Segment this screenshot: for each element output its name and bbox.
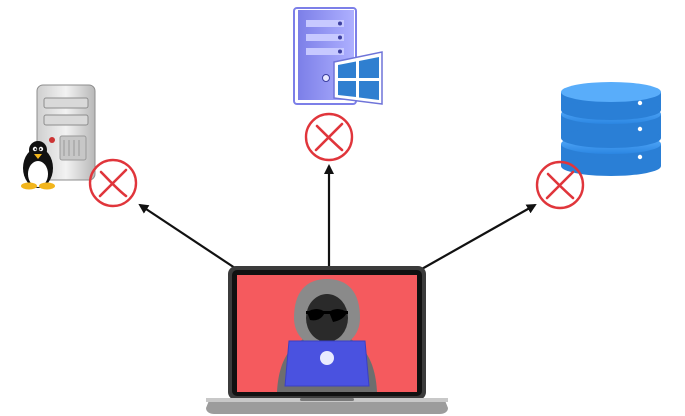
hooded-hacker-icon xyxy=(277,279,377,392)
connections xyxy=(138,164,537,271)
blocked-mark-database xyxy=(535,160,585,210)
tux-penguin-icon xyxy=(21,141,55,190)
arrow-to-linux-server xyxy=(138,203,239,271)
laptop-icon xyxy=(206,266,448,414)
windows-logo-icon xyxy=(333,51,383,105)
blocked-mark-windows-server xyxy=(304,112,354,162)
arrow-to-database xyxy=(419,204,537,271)
blocked-mark-linux-server xyxy=(88,158,138,208)
database-icon xyxy=(561,82,661,176)
windows-server-icon xyxy=(293,7,383,105)
linux-server-icon xyxy=(21,84,96,190)
